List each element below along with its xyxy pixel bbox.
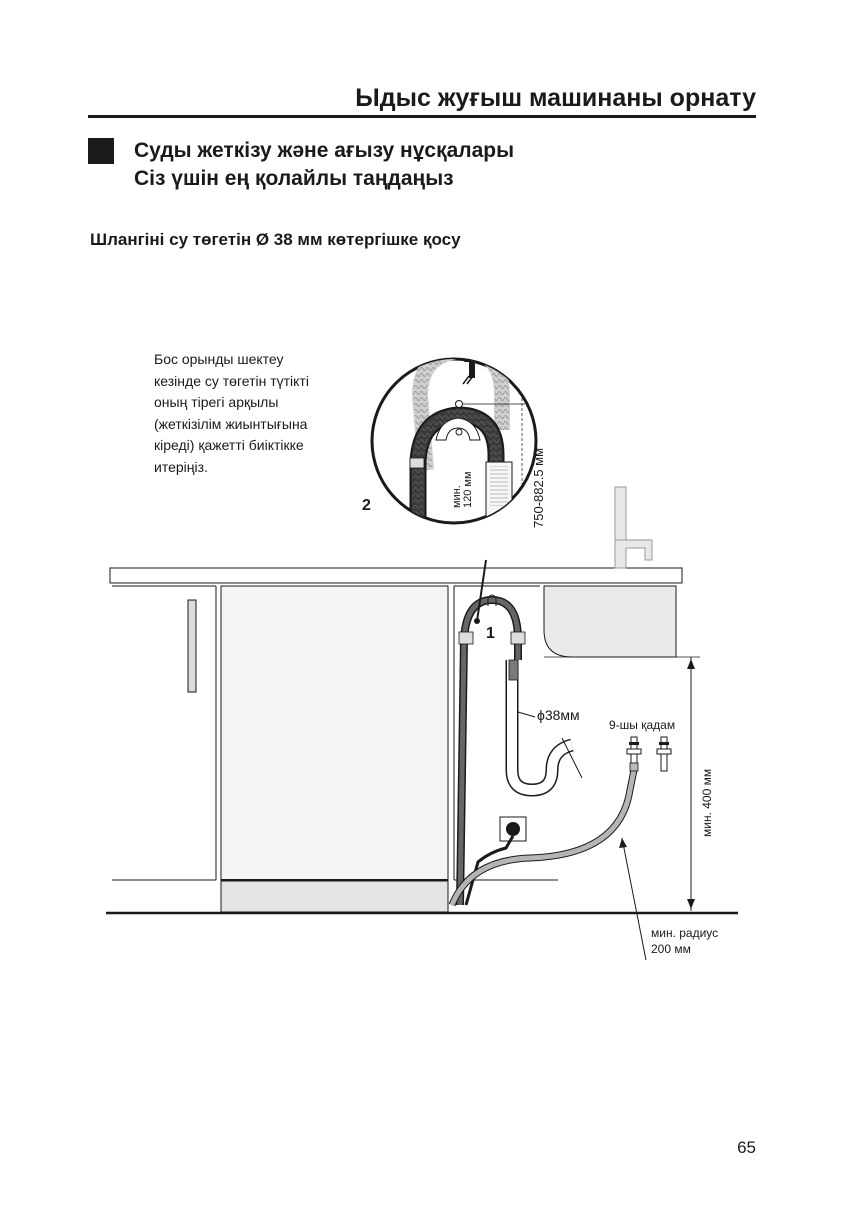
valve-icon (626, 736, 642, 772)
min-400-dimension (687, 657, 695, 911)
section-title: Суды жеткізу және ағызу нұсқалары Сіз үш… (134, 137, 514, 193)
left-cabinet (112, 585, 217, 881)
subtitle: Шлангіні су төгетін Ø 38 мм көтергішке қ… (90, 230, 461, 249)
valve-icon (656, 736, 672, 772)
countertop (109, 567, 683, 584)
marker-2: 2 (362, 497, 371, 514)
header-rule (88, 115, 756, 118)
callout-line: кезінде су төгетін түтікті (154, 372, 309, 389)
step-9-label: 9-шы қадам (609, 718, 675, 732)
sink-basin (543, 585, 677, 658)
zoom-connector-line (476, 559, 487, 622)
section-title-line-2: Сіз үшін ең қолайлы таңдаңыз (134, 167, 454, 190)
min-height-label-2: 120 мм (462, 471, 474, 508)
marker-1: 1 (486, 625, 495, 642)
diameter-leader-line (517, 711, 536, 718)
min-radius-label-2: 200 мм (651, 942, 691, 956)
drain-hose (456, 594, 526, 906)
page-header-title: Ыдыс жуғыш машинаны орнату (355, 84, 756, 112)
inlet-hose (448, 769, 638, 907)
section-title-line-1: Суды жеткізу және ағызу нұсқалары (134, 139, 515, 162)
page-number: 65 (737, 1138, 756, 1157)
callout-line: оның тірегі арқылы (154, 394, 279, 410)
dishwasher-plinth (220, 880, 449, 913)
hose-bracket (487, 594, 497, 606)
dishwasher (220, 585, 449, 913)
drain-standpipe (505, 659, 583, 797)
cabinet-handle (187, 599, 197, 693)
min-height-label-1: мин. (451, 485, 463, 508)
hose-clip (510, 631, 526, 645)
radius-leader-line (621, 837, 647, 961)
min-radius-label-1: мин. радиус (651, 926, 718, 940)
radius-leader-arrow (619, 838, 627, 848)
min-400-label: мин. 400 мм (700, 769, 714, 837)
callout-line: итеріңіз. (154, 458, 208, 475)
callout-line: (жеткізілім жиынтығына (154, 415, 308, 432)
hose-clip (458, 631, 474, 645)
pipe-diameter-label: ϕ38мм (537, 707, 580, 723)
callout-line: Бос орынды шектеу (154, 351, 284, 367)
callout-line: кіреді) қажетті биіктікке (154, 437, 304, 453)
callout-text: Бос орынды шектеу кезінде су төгетін түт… (154, 349, 309, 478)
zoom-detail (370, 357, 538, 525)
height-range-label: 750-882.5 мм (531, 448, 546, 528)
section-marker (88, 138, 114, 164)
faucet (614, 486, 653, 569)
power-socket (464, 816, 527, 906)
